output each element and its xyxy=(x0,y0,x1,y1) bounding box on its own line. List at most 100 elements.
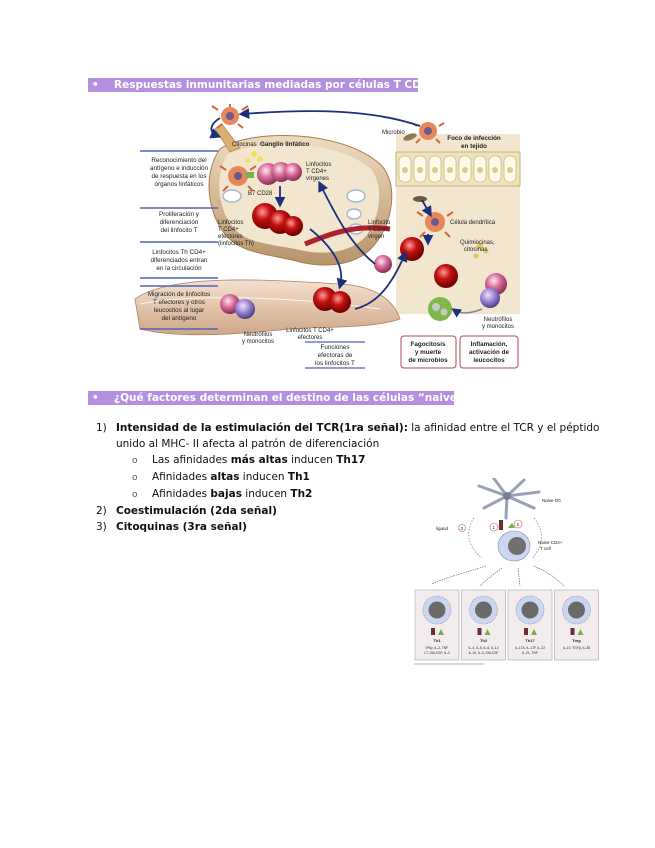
sub-text: Afinidades xyxy=(152,471,211,483)
cd4-icon xyxy=(438,629,444,635)
list-number: 1) xyxy=(96,422,107,434)
naive-t-cell xyxy=(374,255,392,273)
cd4-icon xyxy=(531,629,537,635)
label-naive-t-cell: Naive CD4+T cell xyxy=(538,540,563,551)
inflammation-box xyxy=(459,335,519,369)
phagocytosis-box xyxy=(400,335,457,369)
branch-arrows xyxy=(431,565,565,587)
section-title: Respuestas inmunitarias mediadas por cél… xyxy=(114,79,437,91)
effector-t-cells-vessel xyxy=(313,287,351,313)
label-ligand: ligand xyxy=(436,526,449,531)
sub-bold: altas xyxy=(210,471,240,483)
monocyte-tissue xyxy=(480,288,500,308)
label-naive-dc: Naive DC xyxy=(542,498,562,503)
cd4-icon xyxy=(577,629,584,635)
section-title: ¿Qué factores determinan el destino de l… xyxy=(114,392,483,404)
label-b7-cd28: B7 CD28 xyxy=(248,191,273,197)
subset-cytokines: IL-10, IL-3, GM-CSF xyxy=(469,651,499,655)
cell-nucleus xyxy=(568,601,585,619)
tcr-icon xyxy=(524,628,528,635)
monocyte xyxy=(235,299,255,319)
sub-text: inducen xyxy=(241,488,291,500)
tcr-icon xyxy=(570,628,575,635)
subset-cytokines: IL-17A, IL-17F, IL-22 xyxy=(515,646,545,650)
sub-bullet-icon: o xyxy=(132,490,138,500)
dendritic-cell-top xyxy=(211,104,249,129)
cell-nucleus xyxy=(428,601,446,619)
chemokines xyxy=(473,243,489,259)
subset-name: Th17 xyxy=(525,638,535,643)
bullet-icon: • xyxy=(92,79,99,91)
list-number: 3) xyxy=(96,521,107,533)
subscript: 0 xyxy=(482,398,487,407)
tcr-icon xyxy=(431,628,435,635)
label-chemokines: Quimiocinas,citocinas xyxy=(460,240,495,253)
signal-3-label: 3 xyxy=(461,526,464,531)
naive-t-cells xyxy=(257,162,302,185)
subset-cytokines: IL-10, TGFβ, IL-35 xyxy=(563,646,590,650)
sub-bullet-icon: o xyxy=(132,456,138,466)
th-differentiation-figure: Naive DC ligand 3 1 2 Naive CD4+T cell T… xyxy=(414,478,599,665)
naive-dendritic-cell xyxy=(477,478,541,520)
label-lymph-node: Ganglio linfático xyxy=(260,141,309,148)
subset-cytokines: IL-21, TNF xyxy=(522,651,538,655)
list-item-1-continued: unido al MHC- II afecta al patrón de dif… xyxy=(116,438,380,450)
subset-cytokines: LT, GM-CSF, IL-3 xyxy=(424,651,449,655)
list-item-2: 2) Coestimulación (2da señal) xyxy=(96,503,596,519)
section-header-naive-fate: • ¿Qué factores determinan el destino de … xyxy=(88,391,493,406)
microbe xyxy=(403,133,417,141)
subset-name: Th1 xyxy=(433,638,441,643)
epithelium xyxy=(395,151,521,187)
list-item-3: 3)Citoquinas (3ra señal) xyxy=(96,519,596,535)
sub-text: Las afinidades xyxy=(152,454,231,466)
sub-text: Afinidades xyxy=(152,488,211,500)
subset-name: Th2 xyxy=(480,638,488,643)
sub-bold: bajas xyxy=(210,488,242,500)
subset-cytokines: IFNγ, IL-2, TNF xyxy=(426,646,449,650)
list-number: 2) xyxy=(96,505,107,517)
label-effector-t-cells: Linfocitos T CD4+efectores xyxy=(286,328,334,341)
left-label-boxes xyxy=(140,150,218,330)
microbe-tissue xyxy=(413,196,427,202)
title-suffix: ? xyxy=(487,392,494,404)
cell-nucleus xyxy=(475,601,492,619)
signal-1-label: 1 xyxy=(493,525,496,530)
factors-list: 1) Intensidad de la estimulación del TCR(… xyxy=(96,420,599,535)
sub-bold: Th1 xyxy=(287,471,310,483)
label-microbe: Microbio xyxy=(382,130,405,136)
cytokines xyxy=(245,151,263,164)
bullet-icon: • xyxy=(92,392,99,404)
item-heading: Coestimulación (2da señal) xyxy=(116,505,277,517)
cell-nucleus xyxy=(521,601,539,619)
macrophage xyxy=(428,297,452,321)
dendritic-cell-node xyxy=(219,165,257,192)
label-cytokines: Citocinas xyxy=(232,142,257,148)
sub-bold: Th2 xyxy=(290,488,313,500)
sub-text: inducen xyxy=(287,454,337,466)
sub-item-th2: o Afinidades bajas inducen Th2 xyxy=(96,486,596,503)
subset-cytokines: IL-4, IL-5, IL-6, IL-13 xyxy=(468,646,498,650)
tcr-icon xyxy=(477,628,482,635)
section-header-cd4-responses: • Respuestas inmunitarias mediadas por cé… xyxy=(88,78,437,92)
item-heading: Intensidad de la estimulación del TCR(1r… xyxy=(116,422,408,434)
list-item-1: 1) Intensidad de la estimulación del TCR(… xyxy=(96,420,599,436)
sub-text: inducen xyxy=(239,471,288,483)
subset-name: Treg xyxy=(572,638,581,643)
